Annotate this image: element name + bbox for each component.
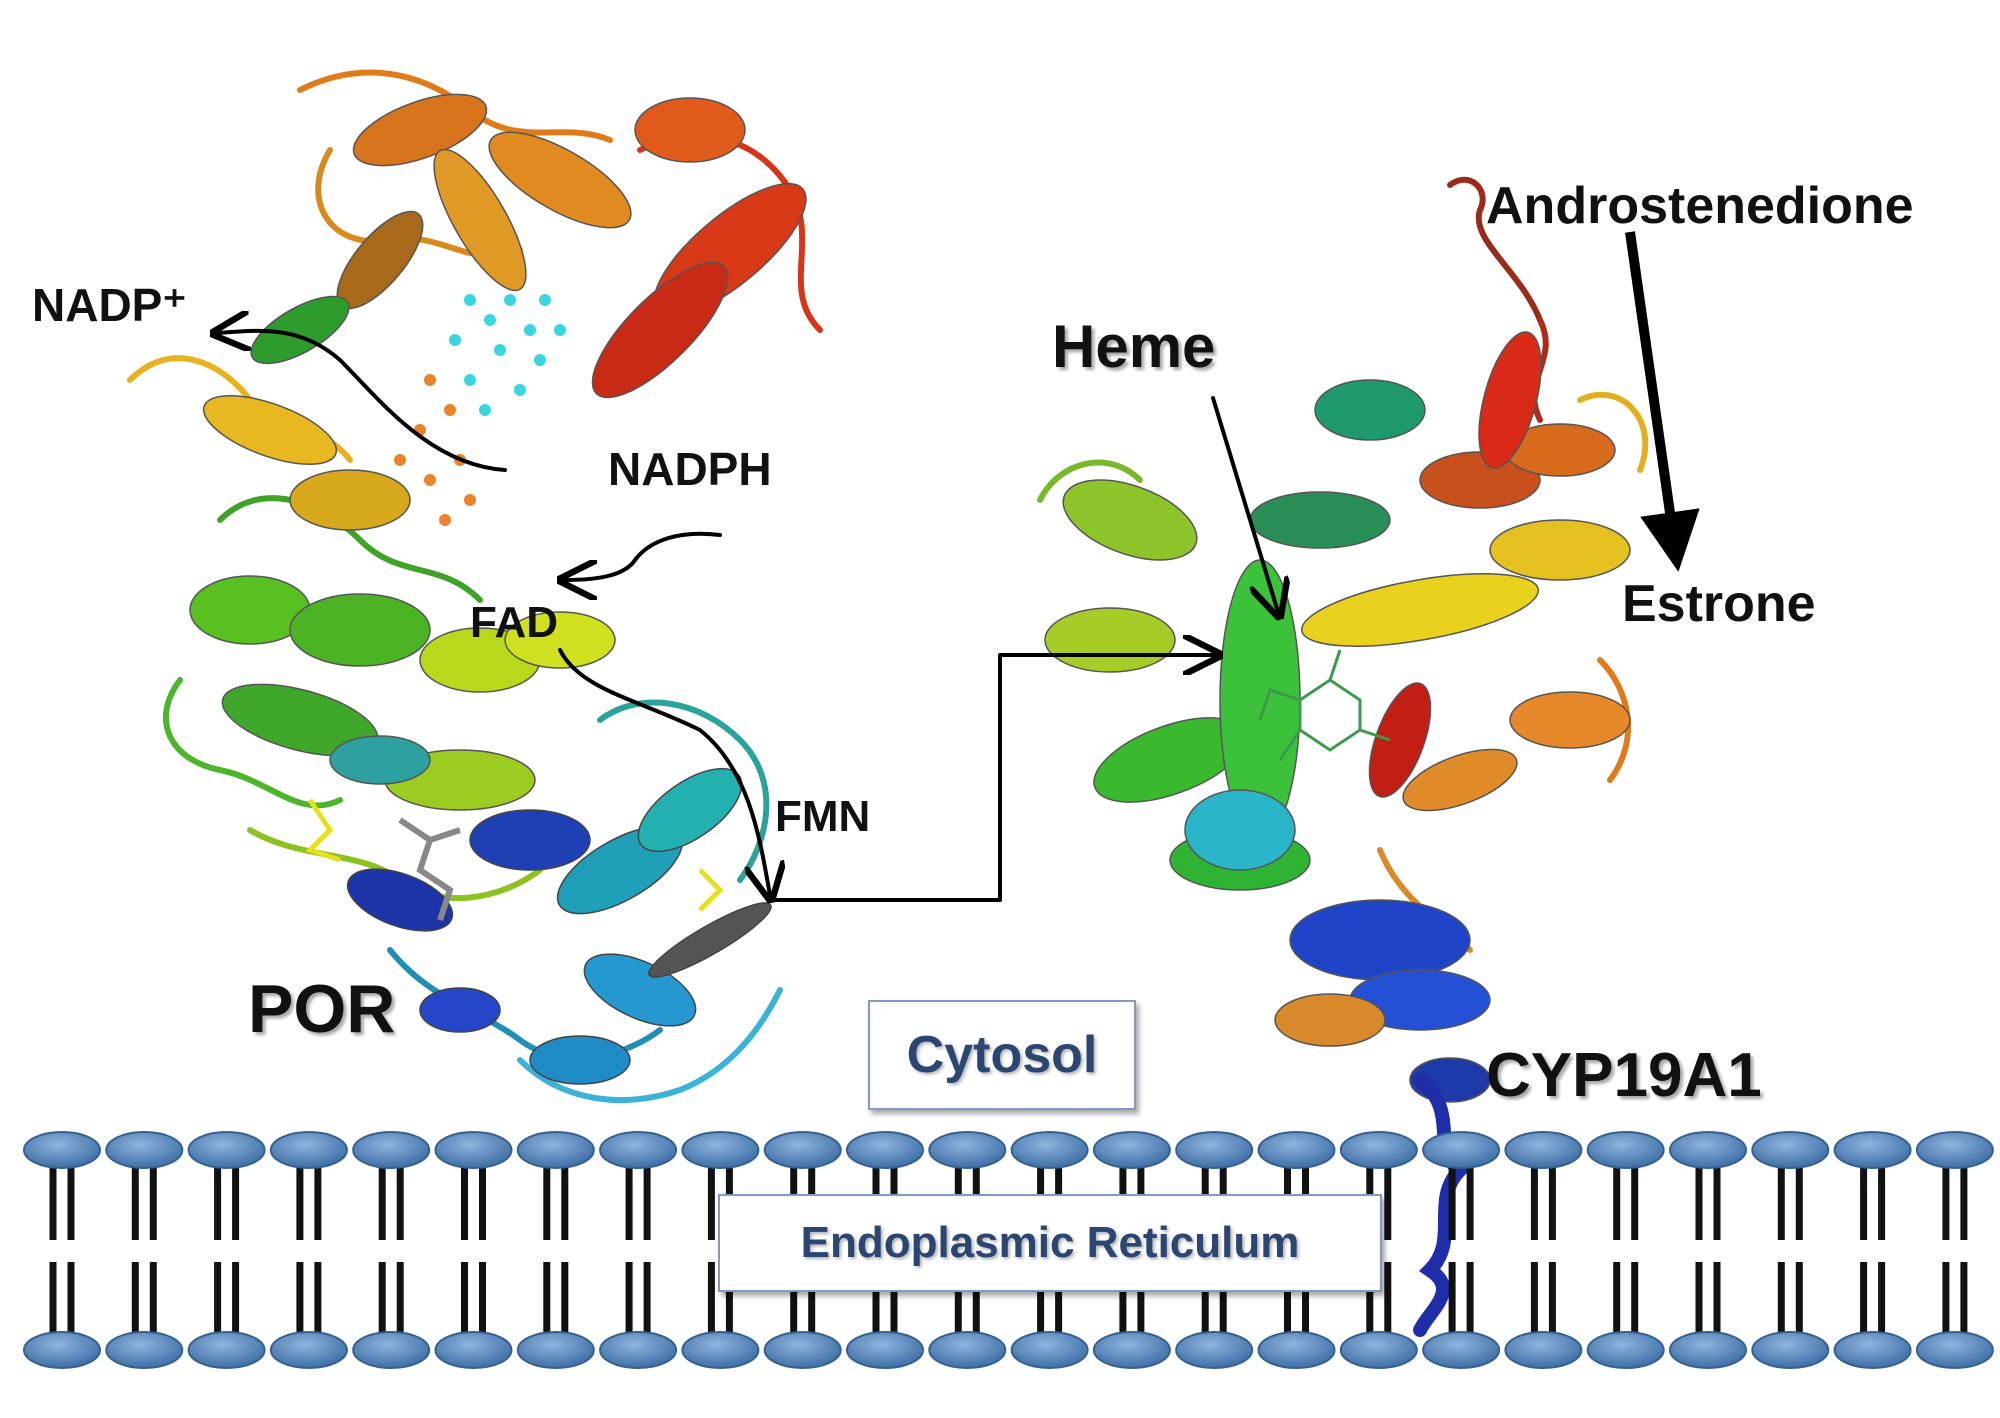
cyp19a1-protein-ribbon-icon bbox=[1037, 176, 1649, 1337]
lipid-head bbox=[681, 1331, 760, 1369]
lipid-head bbox=[1175, 1331, 1254, 1369]
lipid-head bbox=[269, 1131, 348, 1169]
lipid-head bbox=[434, 1131, 513, 1169]
cytosol-label: Cytosol bbox=[906, 1026, 1098, 1084]
cyp19a1-membrane-anchor bbox=[1413, 1073, 1471, 1337]
lipid-head bbox=[1010, 1131, 1089, 1169]
lipid-head bbox=[681, 1131, 760, 1169]
lipid-head bbox=[434, 1331, 513, 1369]
heme-pointer-line bbox=[1211, 396, 1278, 612]
lipid-head bbox=[763, 1331, 842, 1369]
nadph-to-nadp-arrow bbox=[218, 331, 507, 472]
lipid-head bbox=[1339, 1131, 1418, 1169]
lipid-head bbox=[1339, 1331, 1418, 1369]
lipid-head bbox=[846, 1331, 924, 1369]
lipid-head bbox=[1504, 1331, 1583, 1369]
androstenedione-to-estrone-arrow bbox=[1625, 231, 1700, 572]
lipid-head bbox=[599, 1331, 678, 1369]
por-cofactor-gray bbox=[398, 817, 461, 921]
lipid-head bbox=[1422, 1331, 1501, 1369]
lipid-head bbox=[1833, 1131, 1912, 1169]
lipid-head bbox=[269, 1331, 348, 1369]
lipid-head bbox=[1175, 1131, 1254, 1169]
label-cyp19a1: CYP19A1 bbox=[1486, 1041, 1762, 1110]
lipid-head bbox=[1504, 1131, 1583, 1169]
lipid-head bbox=[516, 1131, 595, 1169]
label-heme: Heme bbox=[1052, 313, 1216, 380]
lipid-head bbox=[1833, 1331, 1912, 1369]
label-nadp: NADP⁺ bbox=[32, 279, 187, 331]
label-fmn: FMN bbox=[775, 792, 871, 841]
lipid-head bbox=[1915, 1131, 1994, 1169]
lipid-head bbox=[23, 1131, 101, 1169]
fmn-to-heme-arrow bbox=[768, 655, 1215, 902]
lipid-head bbox=[1669, 1131, 1747, 1169]
lipid-head bbox=[599, 1131, 678, 1169]
er-box: Endoplasmic Reticulum bbox=[718, 1194, 1382, 1292]
lipid-head bbox=[928, 1331, 1007, 1369]
heme-ligand bbox=[1258, 649, 1391, 761]
lipid-head bbox=[105, 1331, 184, 1369]
label-por: POR bbox=[248, 971, 396, 1047]
lipid-head bbox=[928, 1131, 1007, 1169]
nadph-ligand bbox=[449, 294, 566, 416]
er-label: Endoplasmic Reticulum bbox=[800, 1218, 1300, 1267]
fad-ligand bbox=[394, 374, 476, 526]
lipid-head bbox=[1751, 1131, 1830, 1169]
lipid-head bbox=[23, 1331, 101, 1369]
label-estrone: Estrone bbox=[1622, 575, 1816, 633]
lipid-head bbox=[1915, 1331, 1994, 1369]
lipid-head bbox=[187, 1131, 266, 1169]
por-protein-ribbon-icon bbox=[127, 69, 823, 1103]
lipid-head bbox=[1092, 1131, 1171, 1169]
label-androstenedione: Androstenedione bbox=[1486, 177, 1914, 235]
lipid-head bbox=[1010, 1331, 1089, 1369]
lipid-head bbox=[1586, 1331, 1665, 1369]
fad-to-fmn-arrow bbox=[558, 648, 770, 895]
label-fad: FAD bbox=[470, 598, 558, 647]
lipid-head bbox=[1586, 1131, 1665, 1169]
nadph-to-fad-arrow bbox=[565, 531, 722, 580]
lipid-head bbox=[763, 1131, 842, 1169]
lipid-head bbox=[105, 1131, 184, 1169]
lipid-head bbox=[1257, 1331, 1336, 1369]
lipid-head bbox=[352, 1331, 431, 1369]
lipid-head bbox=[516, 1331, 595, 1369]
cytosol-box: Cytosol bbox=[868, 1000, 1136, 1110]
lipid-head bbox=[352, 1131, 431, 1169]
lipid-head bbox=[1751, 1331, 1830, 1369]
lipid-head bbox=[1257, 1131, 1336, 1169]
lipid-head bbox=[1422, 1131, 1501, 1169]
fmn-ligand bbox=[305, 798, 724, 912]
lipid-bilayer-icon bbox=[23, 1131, 1994, 1369]
lipid-head bbox=[1092, 1331, 1171, 1369]
label-nadph: NADPH bbox=[608, 443, 772, 495]
lipid-head bbox=[1669, 1331, 1747, 1369]
lipid-head bbox=[846, 1131, 924, 1169]
lipid-head bbox=[187, 1331, 266, 1369]
